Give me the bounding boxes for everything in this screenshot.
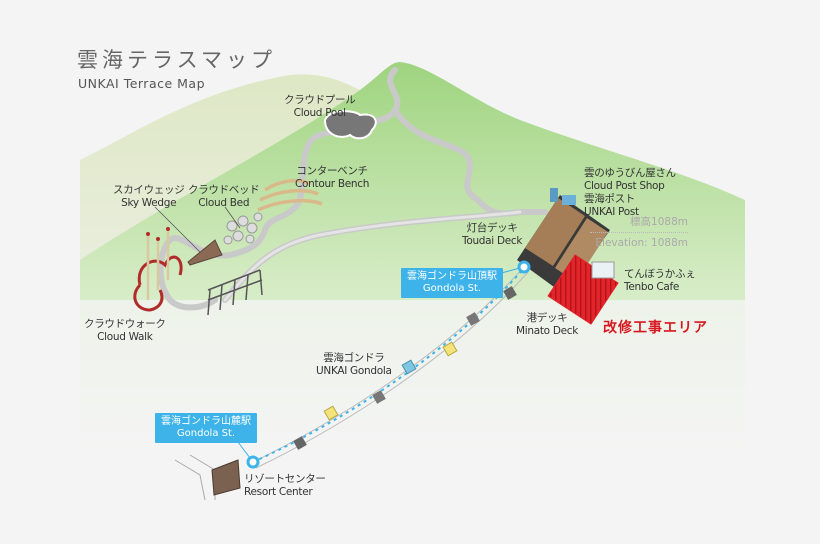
sky-wedge-shape [187, 239, 223, 266]
summit-station-marker [517, 260, 531, 274]
gondola-cabins [293, 286, 517, 450]
construction-area-label: 改修工事エリア [603, 320, 708, 336]
page-subtitle: UNKAI Terrace Map [78, 76, 206, 91]
base-station-marker [246, 455, 260, 469]
cloud-pool-shape [323, 110, 377, 140]
resort-center-building [211, 459, 241, 496]
page-title: 雲海テラスマップ [77, 48, 276, 72]
toudai-deck-roof [525, 198, 585, 266]
elevation-info: 標高1088m Elevation: 1088m [590, 217, 688, 248]
